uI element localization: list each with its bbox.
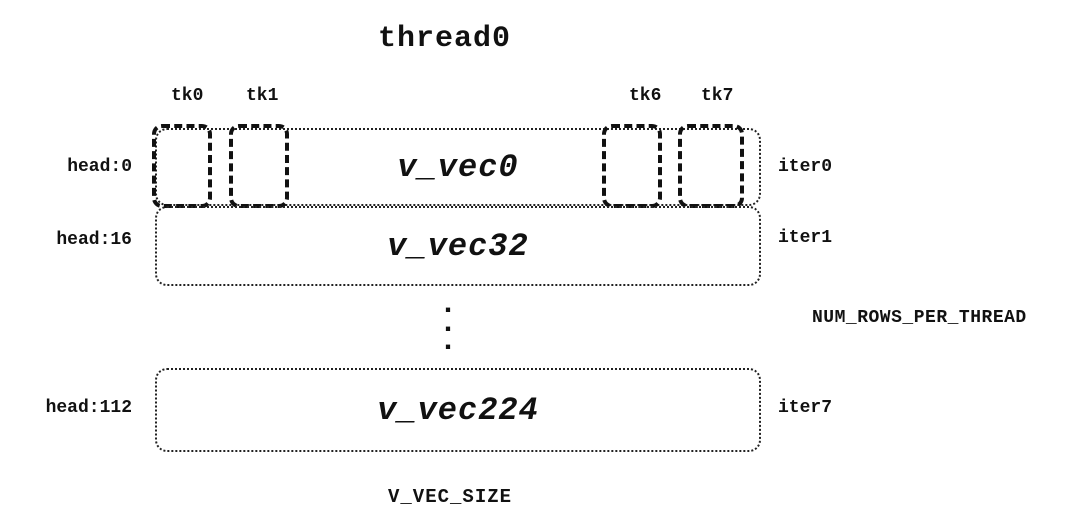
tk0-box bbox=[152, 124, 212, 208]
vvec-row-iter0: v_vec0 bbox=[155, 128, 761, 206]
head0-label: head:0 bbox=[67, 157, 132, 177]
tk1-box bbox=[229, 124, 289, 208]
tk7-label: tk7 bbox=[701, 86, 734, 106]
vvec32-label: v_vec32 bbox=[387, 227, 529, 265]
iter1-label: iter1 bbox=[778, 228, 833, 248]
vvec224-label: v_vec224 bbox=[377, 391, 539, 429]
num-rows-per-thread-label: NUM_ROWS_PER_THREAD bbox=[812, 308, 1027, 328]
tk0-label: tk0 bbox=[171, 86, 204, 106]
head16-label: head:16 bbox=[56, 230, 132, 250]
diagram-title: thread0 bbox=[378, 22, 512, 56]
v-vec-size-label: V_VEC_SIZE bbox=[388, 486, 513, 508]
vvec-row-iter7: v_vec224 bbox=[155, 368, 761, 452]
tk7-box bbox=[678, 124, 744, 208]
vvec0-label: v_vec0 bbox=[397, 148, 519, 186]
iter7-label: iter7 bbox=[778, 398, 833, 418]
vertical-ellipsis: . . . bbox=[438, 288, 457, 360]
tk6-box bbox=[602, 124, 662, 208]
vvec-row-iter1: v_vec32 bbox=[155, 206, 761, 286]
tk1-label: tk1 bbox=[246, 86, 279, 106]
tk6-label: tk6 bbox=[629, 86, 662, 106]
iter0-label: iter0 bbox=[778, 157, 833, 177]
head112-label: head:112 bbox=[45, 398, 132, 418]
